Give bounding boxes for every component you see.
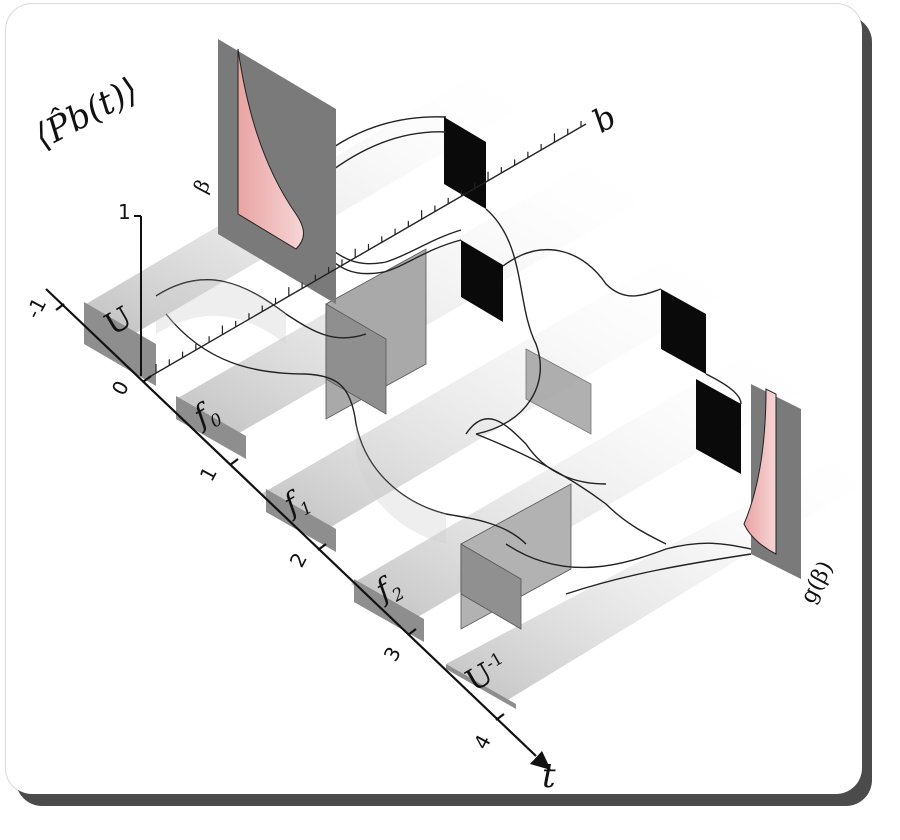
- figure-card: ⟨P̂b(t)⟩ 1 -1 0 1 2 3 4 t U f0 f1 f2 U-1…: [6, 4, 862, 794]
- black-bands: [444, 117, 741, 474]
- g-beta-distribution: [743, 384, 801, 579]
- t-axis-arrow: [530, 751, 551, 770]
- step-blocks: [84, 302, 516, 709]
- figure-canvas: [45, 39, 862, 770]
- ribbon-fills: [156, 279, 446, 544]
- wall-panels: [325, 248, 592, 630]
- t-axis: [45, 288, 537, 757]
- beta-distribution: [218, 39, 336, 304]
- y-axis-top-tick: 1: [118, 200, 131, 224]
- y-axis: [134, 215, 142, 376]
- t-axis-label: t: [542, 756, 556, 794]
- b-axis-ticks: [155, 121, 582, 373]
